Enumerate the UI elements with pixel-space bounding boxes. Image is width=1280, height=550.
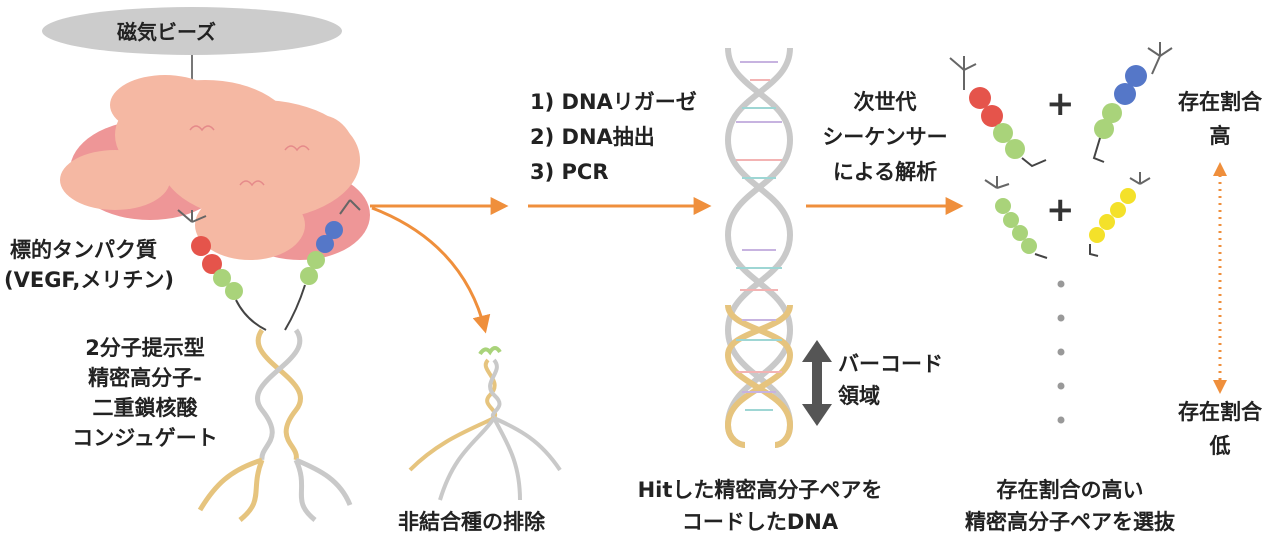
plus-sign-2: + [1046,190,1075,230]
magnetic-bead [42,7,342,55]
target-protein-label: 標的タンパク質 [10,238,157,262]
low-abundance-label-2: 低 [1209,434,1231,458]
conjugate-label-4: コンジュゲート [72,426,218,450]
magnetic-beads-label: 磁気ビーズ [117,20,216,44]
conjugate-label-3: 二重鎖核酸 [92,396,198,420]
high-abundance-label-1: 存在割合 [1178,90,1262,114]
protein-cluster [60,75,370,260]
bead-chain-result-1 [949,56,1047,168]
hit-dna-label-1: Hitした精密高分子ペアを [637,478,883,502]
hit-dna-label-2: コードしたDNA [681,510,839,534]
conjugate-label-1: 2分子提示型 [85,336,205,360]
conjugate-label-2: 精密高分子- [88,366,202,390]
unbound-dna [408,346,562,501]
dna-base-pairs [736,61,782,411]
unbound-removal-label: 非結合種の排除 [398,510,545,534]
step-3-label: 3) PCR [530,160,609,184]
bead-chain-result-3 [984,176,1048,259]
ellipsis-dots [1057,280,1065,424]
plus-sign-1: + [1046,84,1075,124]
target-protein-examples: (VEGF,メリチン) [4,268,174,292]
high-abundance-label-2: 高 [1209,124,1231,148]
step-2-label: 2) DNA抽出 [530,125,655,149]
bead-chain-left [177,209,267,331]
ngs-label-3: による解析 [832,160,938,184]
bead-chain-result-4 [1089,172,1151,257]
low-abundance-label-1: 存在割合 [1178,400,1262,424]
select-label-1: 存在割合の高い [996,478,1144,502]
barcode-label-2: 領域 [838,384,880,408]
bead-chain-right [284,199,361,331]
double-headed-arrow [802,340,832,426]
abundance-arrow [1213,162,1227,394]
arrow-to-unbound [371,206,491,334]
step-1-label: 1) DNAリガーゼ [530,90,697,114]
select-label-2: 精密高分子ペアを選抜 [965,510,1175,534]
ngs-label-2: シーケンサー [822,125,948,149]
ngs-label-1: 次世代 [853,90,917,114]
barcode-label-1: バーコード [838,352,943,376]
bead-chain-result-2 [1092,42,1173,163]
conjugate-dna [197,328,353,522]
